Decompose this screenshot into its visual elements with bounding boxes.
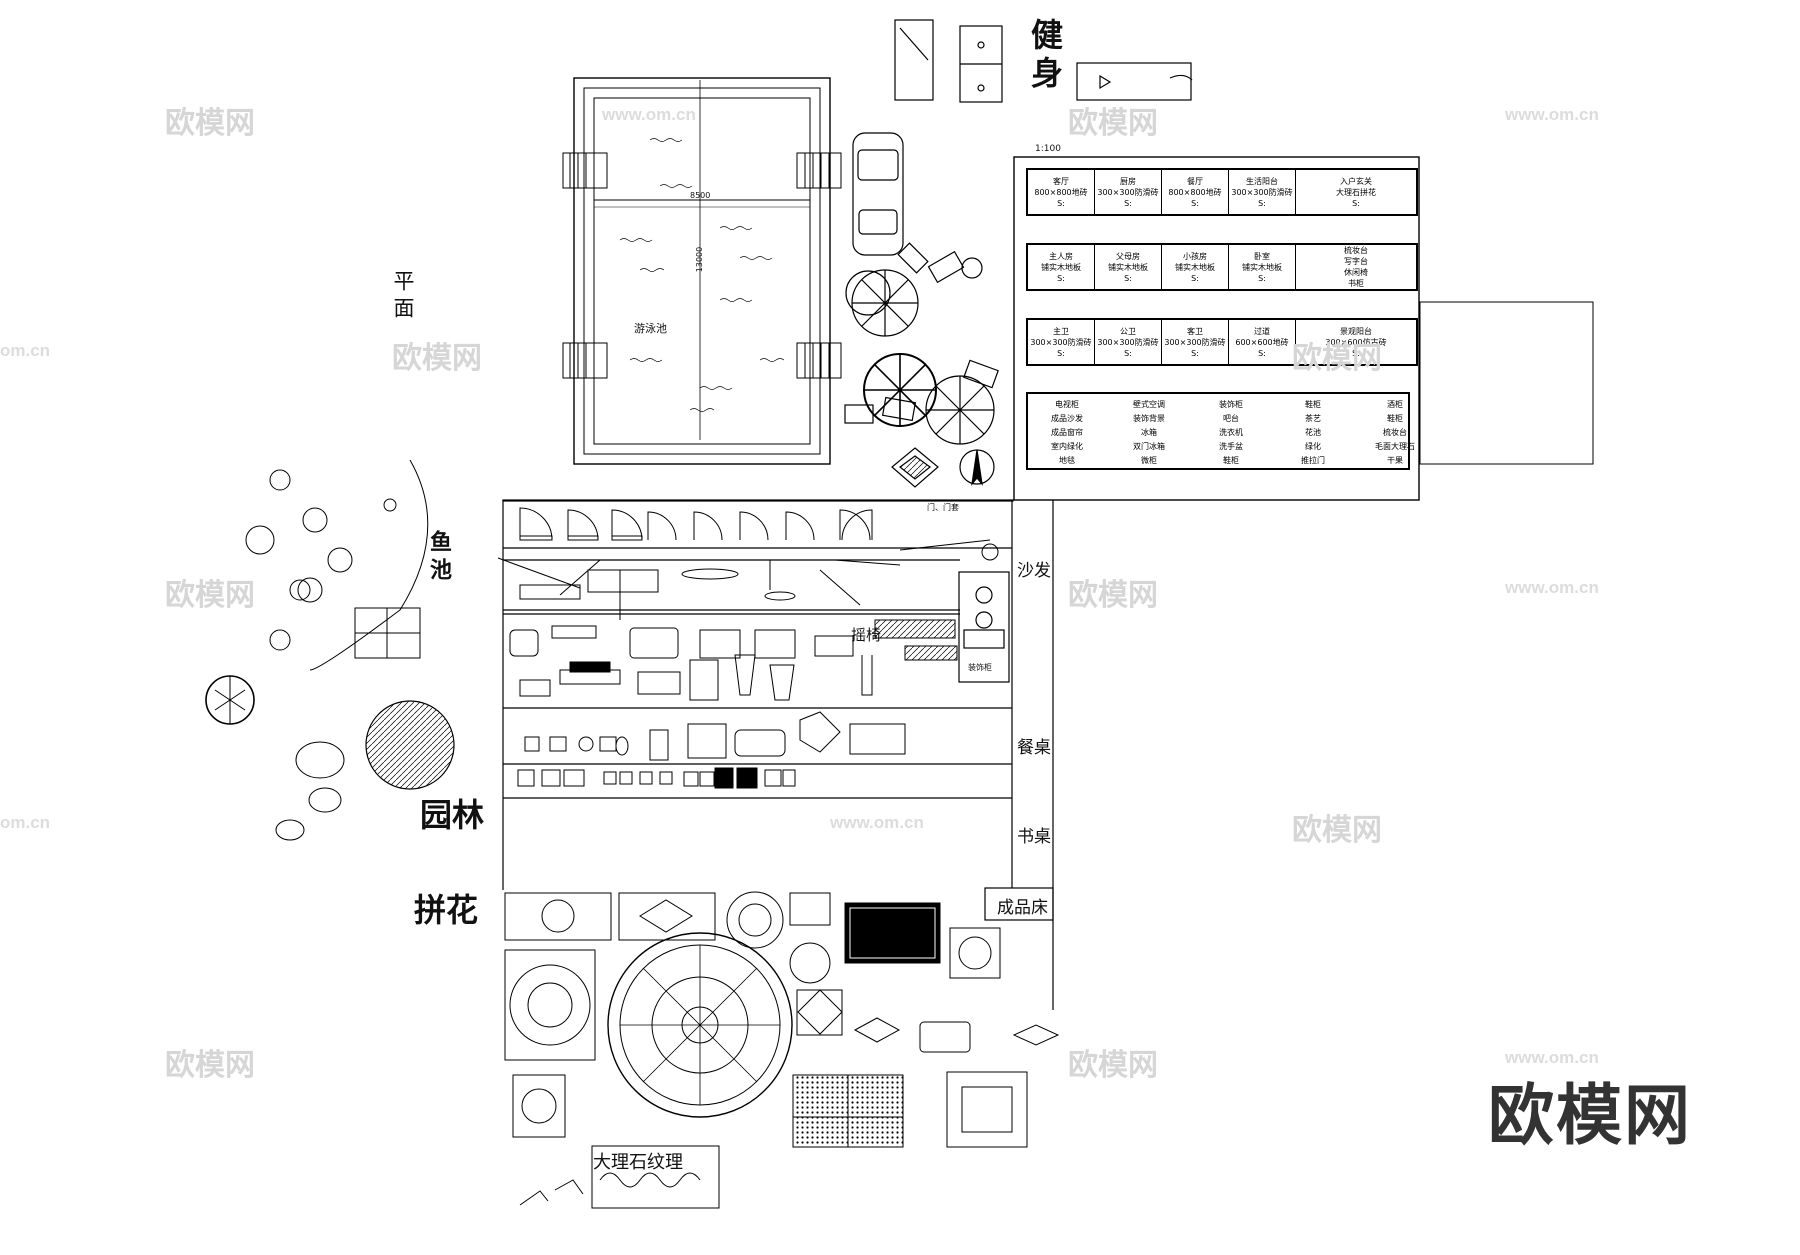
desk-label: 书桌 xyxy=(1017,827,1051,847)
pool-ladder xyxy=(562,152,842,379)
dining-table-label: 餐桌 xyxy=(1017,738,1051,758)
garden-plants xyxy=(205,459,455,841)
decor-cabinet xyxy=(958,571,1010,683)
table-cell: 主人房 铺实木地板 S: xyxy=(1026,243,1095,291)
table-cell: 梳妆台 写字台 休闲椅 书柜 xyxy=(1295,243,1418,291)
table-cell: 入户玄关 大理石拼花 S: xyxy=(1295,168,1418,216)
pool-length-dim: 13000 xyxy=(695,246,705,273)
garden-label: 园林 xyxy=(420,796,485,834)
ceiling-light-symbols xyxy=(497,557,901,620)
table-cell: 景观阳台 300×600仿古砖 S: xyxy=(1295,318,1418,366)
watermark-url: om.cn xyxy=(0,341,51,360)
material-table-row1: 客厅 800×800地砖 S: 厨房 300×300防滑砖 S: 餐厅 800×… xyxy=(1026,168,1418,216)
table-cell: 客厅 800×800地砖 S: xyxy=(1026,168,1095,216)
rocking-chair-label: 摇椅 xyxy=(851,626,882,644)
watermark-url: www.om.cn xyxy=(602,105,696,124)
furniture-block-frame xyxy=(502,499,1054,1010)
material-schedule-frame xyxy=(1013,156,1594,501)
water-waves xyxy=(619,138,785,412)
list-row: 成品沙发装饰背景吧台茶艺鞋柜 xyxy=(1051,414,1403,423)
fitness-equipment xyxy=(894,19,1193,103)
watermark: 欧模网 xyxy=(1068,1048,1158,1083)
table-cell: 父母房 铺实木地板 S: xyxy=(1094,243,1162,291)
watermark-url: www.om.cn xyxy=(1505,105,1599,124)
watermark: 欧模网 xyxy=(392,341,482,376)
finished-bed-label: 成品床 xyxy=(997,898,1048,918)
table-cell: 餐厅 800×800地砖 S: xyxy=(1161,168,1229,216)
watermark-url: www.om.cn xyxy=(830,813,924,832)
paving-square-icon xyxy=(891,447,939,488)
bathroom-fixtures xyxy=(524,711,906,761)
fitness-label: 健身 xyxy=(1026,18,1064,94)
material-table-row3: 主卫 300×300防滑砖 S: 公卫 300×300防滑砖 S: 客卫 300… xyxy=(1026,318,1418,366)
table-cell: 主卫 300×300防滑砖 S: xyxy=(1026,318,1095,366)
pool-width-dim: 8500 xyxy=(690,191,711,200)
fish-pond-label: 鱼池 xyxy=(426,530,451,586)
watermark: 欧模网 xyxy=(1068,578,1158,613)
list-row: 成品窗帘冰箱洗衣机花池梳妆台 xyxy=(1051,428,1407,437)
table-cell: 小孩房 铺实木地板 S: xyxy=(1161,243,1229,291)
watermark-url: om.cn xyxy=(0,813,51,832)
north-arrow-icon xyxy=(959,449,995,487)
table-cell: 厨房 300×300防滑砖 S: xyxy=(1094,168,1162,216)
table-cell: 卧室 铺实木地板 S: xyxy=(1228,243,1296,291)
marble-texture-label: 大理石纹理 xyxy=(593,1152,683,1173)
watermark: 欧模网 xyxy=(165,106,255,141)
parquet-label: 拼花 xyxy=(414,891,479,929)
parquet-patterns xyxy=(504,891,1060,1209)
swimming-pool-plan xyxy=(562,77,842,465)
table-cell: 过道 600×600地砖 S: xyxy=(1228,318,1296,366)
patio-umbrellas xyxy=(844,242,999,445)
brand-logo-text: 欧模网 xyxy=(1488,1077,1692,1154)
watermark: 欧模网 xyxy=(1068,106,1158,141)
watermark-url: www.om.cn xyxy=(1505,1048,1599,1067)
watermark: 欧模网 xyxy=(1292,813,1382,848)
door-symbols xyxy=(519,507,999,561)
sofa-symbols xyxy=(509,619,958,701)
plan-label: 平面 xyxy=(391,270,415,324)
list-row: 电视柜壁式空调装饰柜鞋柜酒柜 xyxy=(1055,400,1403,409)
decor-cabinet-label: 装饰柜 xyxy=(968,663,992,672)
material-table-row2: 主人房 铺实木地板 S: 父母房 铺实木地板 S: 小孩房 铺实木地板 S: 卧… xyxy=(1026,243,1418,291)
table-cell: 公卫 300×300防滑砖 S: xyxy=(1094,318,1162,366)
list-row: 地毯微柜鞋柜推拉门干果 xyxy=(1059,456,1403,465)
table-cell: 客卫 300×300防滑砖 S: xyxy=(1161,318,1229,366)
doors-label: 门、门套 xyxy=(927,503,959,512)
watermark: 欧模网 xyxy=(165,1048,255,1083)
watermark-url: www.om.cn xyxy=(1505,578,1599,597)
list-row: 室内绿化双门冰箱洗手盆绿化毛面大理石 xyxy=(1051,442,1415,451)
pool-label: 游泳池 xyxy=(634,322,667,335)
appliance-symbols xyxy=(517,767,796,789)
watermark: 欧模网 xyxy=(165,578,255,613)
car-plan xyxy=(852,132,904,256)
material-list: 电视柜壁式空调装饰柜鞋柜酒柜 成品沙发装饰背景吧台茶艺鞋柜 成品窗帘冰箱洗衣机花… xyxy=(1026,398,1436,468)
table-cell: 生活阳台 300×300防滑砖 S: xyxy=(1228,168,1296,216)
material-list-box xyxy=(1026,392,1410,470)
scale-label: 1:100 xyxy=(1035,144,1061,154)
watermark: 欧模网 xyxy=(1292,341,1382,376)
sofa-label: 沙发 xyxy=(1017,561,1051,581)
